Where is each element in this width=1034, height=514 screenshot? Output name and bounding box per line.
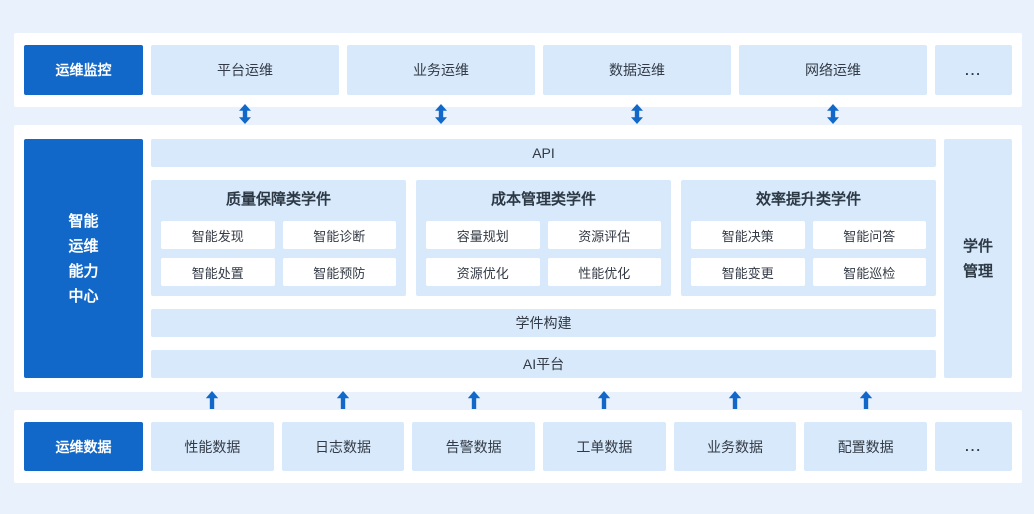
learnware-item: 智能诊断 (282, 221, 396, 249)
column-grid: 容量规划 资源评估 资源优化 性能优化 (426, 221, 661, 286)
aiops-center-content: API 质量保障类学件 智能发现 智能诊断 智能处置 智能预防 成本管理类学件 … (151, 139, 936, 378)
learnware-management-label-line: 学件 (962, 237, 993, 255)
monitoring-item-network: 网络运维 (739, 45, 927, 95)
learnware-columns: 质量保障类学件 智能发现 智能诊断 智能处置 智能预防 成本管理类学件 容量规划… (151, 180, 936, 296)
learnware-item: 容量规划 (426, 221, 540, 249)
data-layer-panel: 运维数据 性能数据 日志数据 告警数据 工单数据 业务数据 配置数据 ... (14, 410, 1022, 483)
bidirectional-arrow-icon (826, 104, 840, 124)
column-title: 效率提升类学件 (755, 191, 861, 208)
up-arrow-icon (467, 391, 481, 409)
learnware-item: 智能处置 (161, 258, 275, 286)
up-arrow-icon (597, 391, 611, 409)
api-bar: API (151, 139, 936, 167)
bidirectional-arrow-icon (630, 104, 644, 124)
learnware-column-cost: 成本管理类学件 容量规划 资源评估 资源优化 性能优化 (416, 180, 671, 296)
aiops-center-label-line: 运维 (68, 237, 99, 255)
learnware-item: 资源评估 (547, 221, 661, 249)
ai-platform-bar: AI平台 (151, 350, 936, 378)
monitoring-layer-chip: 运维监控 (24, 45, 143, 95)
bidirectional-arrow-icon (238, 104, 252, 124)
aiops-center-label-line: 中心 (68, 287, 99, 305)
data-item-business: 业务数据 (673, 422, 797, 471)
data-item-performance: 性能数据 (151, 422, 274, 471)
monitoring-layer-panel: 运维监控 平台运维 业务运维 数据运维 网络运维 ... (14, 33, 1022, 107)
learnware-build-bar: 学件构建 (151, 309, 936, 337)
column-title: 成本管理类学件 (490, 191, 596, 208)
learnware-item: 资源优化 (426, 258, 540, 286)
aiops-center-label-line: 智能 (68, 212, 99, 230)
data-layer-chip: 运维数据 (24, 422, 143, 471)
learnware-item: 智能决策 (691, 221, 805, 249)
aiops-center-label-line: 能力 (68, 262, 99, 280)
aiops-center-panel: 智能 运维 能力 中心 API 质量保障类学件 智能发现 智能诊断 智能处置 智… (14, 125, 1022, 392)
monitoring-more-box: ... (935, 45, 1012, 95)
column-grid: 智能决策 智能问答 智能变更 智能巡检 (691, 221, 926, 286)
monitoring-item-business: 业务运维 (347, 45, 535, 95)
learnware-item: 智能发现 (161, 221, 275, 249)
learnware-item: 智能巡检 (812, 258, 926, 286)
learnware-item: 智能问答 (812, 221, 926, 249)
aiops-center-label: 智能 运维 能力 中心 (24, 139, 143, 378)
learnware-management-label-line: 管理 (962, 262, 993, 280)
learnware-column-quality: 质量保障类学件 智能发现 智能诊断 智能处置 智能预防 (151, 180, 406, 296)
monitoring-item-data: 数据运维 (543, 45, 731, 95)
learnware-column-efficiency: 效率提升类学件 智能决策 智能问答 智能变更 智能巡检 (681, 180, 936, 296)
data-item-alert: 告警数据 (412, 422, 536, 471)
bidirectional-arrow-icon (434, 104, 448, 124)
learnware-item: 智能变更 (691, 258, 805, 286)
column-title: 质量保障类学件 (225, 191, 331, 208)
data-more-box: ... (935, 422, 1013, 471)
up-arrow-icon (859, 391, 873, 409)
monitoring-item-platform: 平台运维 (151, 45, 339, 95)
up-arrow-icon (728, 391, 742, 409)
learnware-management-box: 学件 管理 (944, 139, 1012, 378)
up-arrow-icon (336, 391, 350, 409)
data-item-ticket: 工单数据 (543, 422, 666, 471)
data-item-log: 日志数据 (281, 422, 405, 471)
learnware-item: 性能优化 (547, 258, 661, 286)
data-item-config: 配置数据 (804, 422, 928, 471)
up-arrow-icon (205, 391, 219, 409)
column-grid: 智能发现 智能诊断 智能处置 智能预防 (161, 221, 396, 286)
learnware-item: 智能预防 (282, 258, 396, 286)
